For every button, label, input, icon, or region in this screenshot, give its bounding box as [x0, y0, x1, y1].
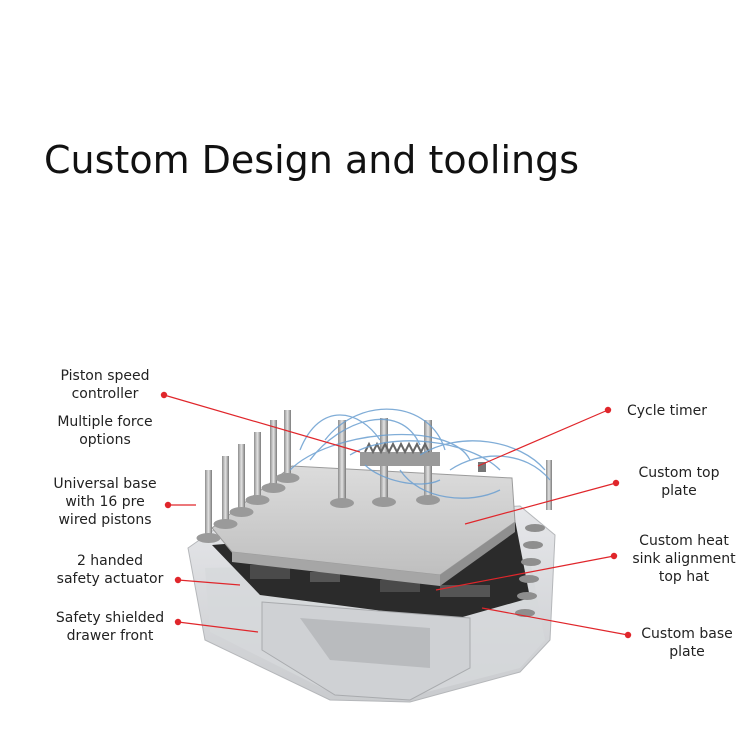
label-multiple-force-options: Multiple force options: [57, 414, 153, 448]
label-custom-heat-sink: Custom heat sink alignment top hat: [632, 533, 736, 585]
label-custom-top-plate: Custom top plate: [638, 465, 720, 499]
top-plate: [211, 465, 516, 586]
callout-lines: [163, 394, 629, 636]
label-cycle-timer: Cycle timer: [626, 403, 708, 419]
callout-dots: [160, 391, 632, 639]
label-universal-base: Universal base with 16 pre wired pistons: [53, 476, 157, 528]
label-piston-speed-controller: Piston speed controller: [60, 368, 150, 402]
page-title: Custom Design and toolings: [44, 138, 580, 182]
drawer-front: [261, 601, 471, 701]
left-piston-row: [196, 410, 300, 543]
label-custom-base-plate: Custom base plate: [641, 626, 733, 660]
spring-controller: [360, 441, 486, 472]
label-safety-actuator: 2 handed safety actuator: [56, 553, 164, 587]
label-drawer-front: Safety shielded drawer front: [55, 610, 165, 644]
blue-wires: [289, 408, 551, 499]
